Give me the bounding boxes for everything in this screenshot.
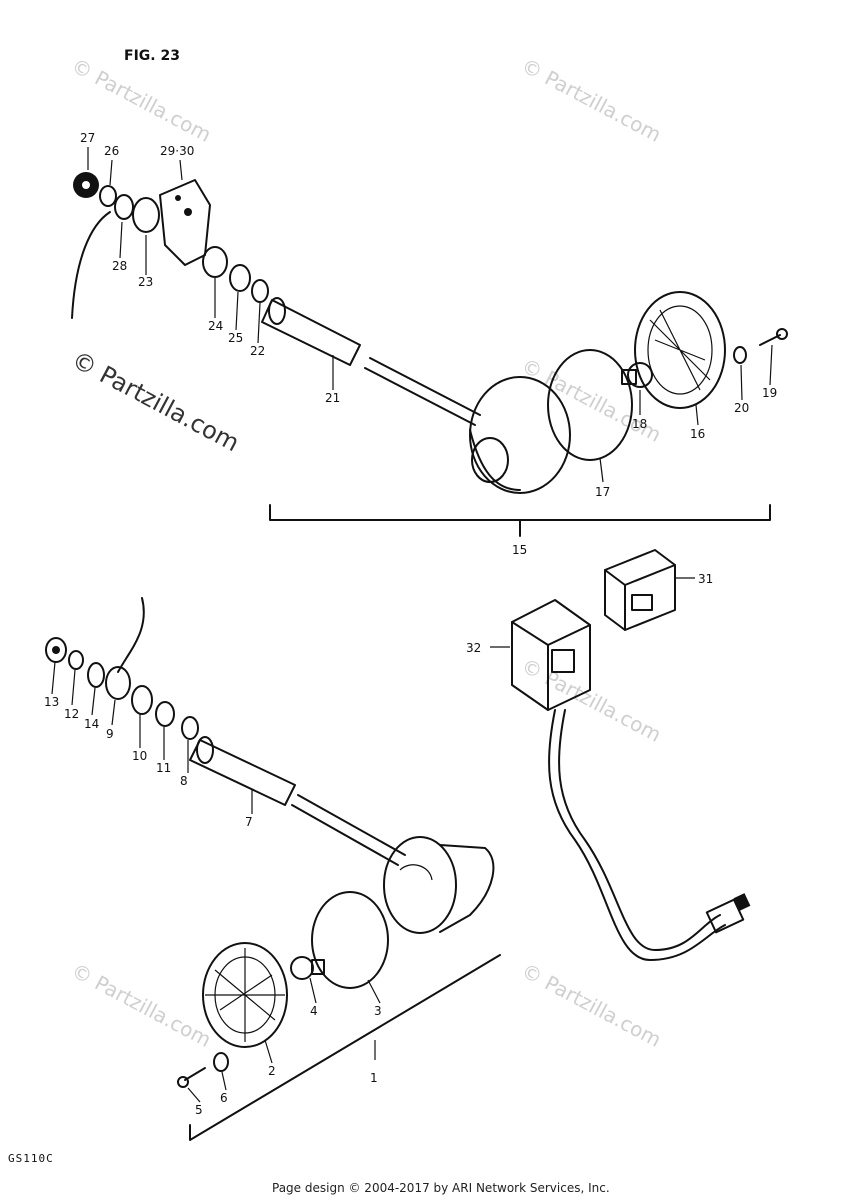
washer — [213, 1052, 229, 1072]
callout-20: 20 — [734, 401, 749, 415]
callout-13: 13 — [44, 695, 59, 709]
bulb — [290, 956, 325, 980]
lens — [202, 942, 288, 1048]
callout-31: 31 — [698, 572, 713, 586]
assembly-bracket — [189, 954, 501, 1141]
assembly-bracket — [269, 504, 771, 521]
lower-callouts: 13 12 14 9 10 11 8 7 4 3 2 1 5 6 — [44, 661, 382, 1117]
callout-6: 6 — [220, 1091, 228, 1105]
washer — [181, 716, 199, 740]
callout-2: 2 — [268, 1064, 276, 1078]
bulb — [621, 362, 653, 388]
callout-7: 7 — [245, 815, 253, 829]
callout-16: 16 — [690, 427, 705, 441]
bolt — [297, 794, 406, 856]
callout-8: 8 — [180, 774, 188, 788]
washer — [229, 264, 251, 292]
callout-25: 25 — [228, 331, 243, 345]
callout-19: 19 — [762, 386, 777, 400]
lens — [634, 291, 726, 409]
callout-18: 18 — [632, 417, 647, 431]
watermark: © Partzilla.com — [67, 346, 244, 458]
washer — [202, 246, 228, 278]
figure-title: FIG. 23 — [124, 48, 180, 64]
callout-9: 9 — [106, 727, 114, 741]
terminal — [87, 662, 105, 688]
washer — [99, 185, 117, 207]
terminal — [114, 194, 134, 220]
callout-28: 28 — [112, 259, 127, 273]
callout-1: 1 — [370, 1071, 378, 1085]
upper-callouts: 27 26 29·30 28 23 24 25 22 21 18 16 20 1… — [80, 131, 777, 557]
wire-harness — [548, 709, 751, 961]
callout-29-30: 29·30 — [160, 144, 194, 158]
relay-31 — [604, 549, 676, 631]
lens-housing — [383, 836, 495, 934]
washer — [155, 701, 175, 727]
callout-26: 26 — [104, 144, 119, 158]
callout-10: 10 — [132, 749, 147, 763]
washer — [68, 650, 84, 670]
lower-turn-signal-assembly — [45, 597, 495, 1088]
upper-turn-signal-assembly — [71, 172, 788, 494]
gasket — [311, 891, 389, 989]
callout-17: 17 — [595, 485, 610, 499]
callout-12: 12 — [64, 707, 79, 721]
stem — [261, 299, 361, 366]
nut — [73, 172, 99, 198]
callout-32: 32 — [466, 641, 481, 655]
callout-4: 4 — [310, 1004, 318, 1018]
washer — [733, 346, 747, 364]
callout-21: 21 — [325, 391, 340, 405]
page-footer: Page design © 2004-2017 by ARI Network S… — [272, 1181, 610, 1195]
watermark: © Partzilla.com — [518, 353, 666, 447]
watermark: © Partzilla.com — [518, 958, 666, 1052]
flasher-unit-32 — [511, 599, 591, 711]
washer — [251, 279, 269, 303]
reference-code: GS110C — [8, 1152, 54, 1165]
wire — [71, 211, 111, 319]
washer — [131, 685, 153, 715]
callout-24: 24 — [208, 319, 223, 333]
callout-15: 15 — [512, 543, 527, 557]
lens-housing — [469, 376, 571, 494]
bracket — [159, 179, 211, 266]
bolt — [369, 357, 481, 416]
nut — [45, 637, 67, 663]
callout-23: 23 — [138, 275, 153, 289]
watermark: © Partzilla.com — [518, 653, 666, 747]
callout-3: 3 — [374, 1004, 382, 1018]
callout-5: 5 — [195, 1103, 203, 1117]
watermark: © Partzilla.com — [68, 958, 216, 1052]
callout-14: 14 — [84, 717, 99, 731]
wire — [117, 597, 145, 673]
watermarks: © Partzilla.com © Partzilla.com © Partzi… — [67, 53, 665, 1052]
washer — [105, 666, 131, 700]
callout-22: 22 — [250, 344, 265, 358]
watermark: © Partzilla.com — [518, 53, 666, 147]
washer — [132, 197, 160, 233]
gasket — [547, 349, 633, 461]
screw — [184, 1067, 206, 1081]
callout-11: 11 — [156, 761, 171, 775]
callout-27: 27 — [80, 131, 95, 145]
stem — [189, 739, 296, 806]
